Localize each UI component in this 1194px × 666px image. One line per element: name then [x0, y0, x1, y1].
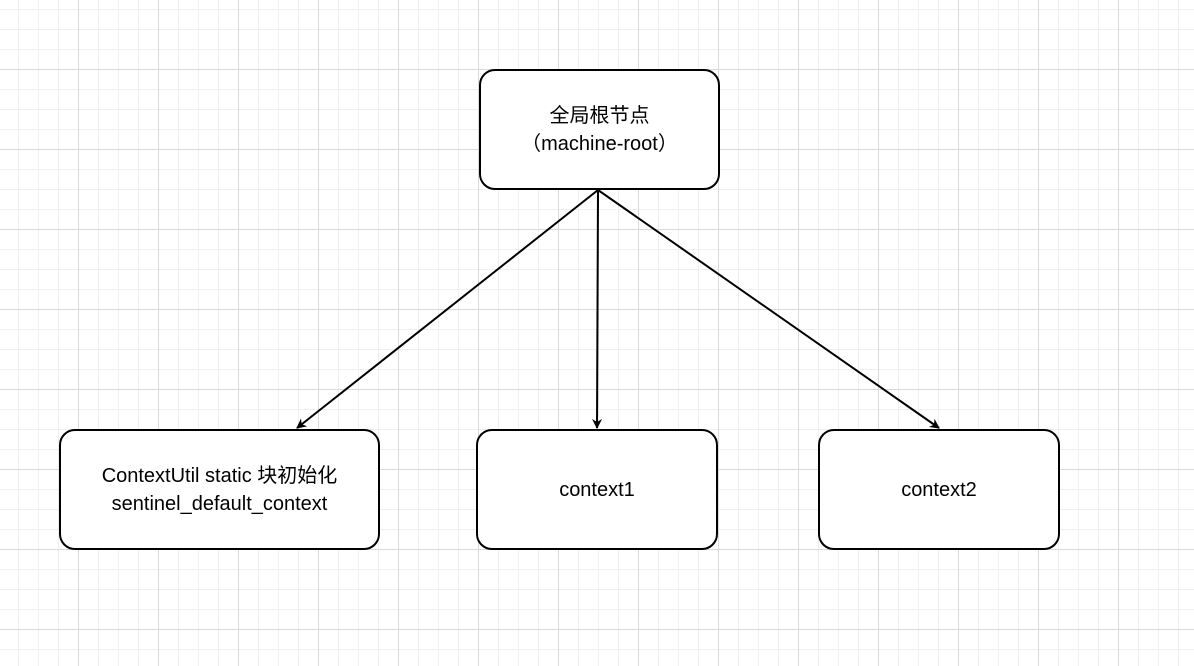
edge-root-to-context1[interactable] — [592, 189, 603, 429]
node-label-line: sentinel_default_context — [111, 492, 328, 515]
node-label-line: context2 — [901, 478, 977, 501]
node-context1[interactable]: context1 — [476, 429, 718, 550]
node-machine-root[interactable]: 全局根节点 （machine-root） — [479, 69, 720, 190]
node-sentinel-default-context[interactable]: ContextUtil static 块初始化 sentinel_default… — [59, 429, 380, 550]
edge-root-to-context2[interactable] — [597, 189, 940, 429]
node-label-line: 全局根节点 — [549, 104, 650, 127]
edge-root-to-default[interactable] — [296, 189, 599, 429]
node-label-line: context1 — [559, 478, 635, 501]
node-context2[interactable]: context2 — [818, 429, 1060, 550]
node-label-line: ContextUtil static 块初始化 — [101, 464, 338, 487]
node-label-line: （machine-root） — [521, 132, 678, 155]
